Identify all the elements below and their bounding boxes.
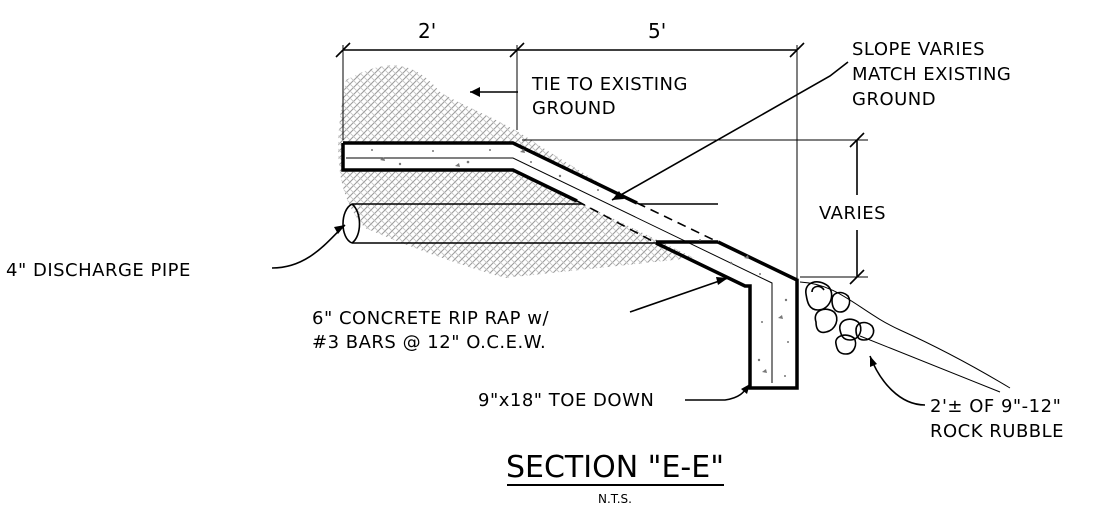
dimension-right-width: 5': [648, 19, 666, 43]
slope-varies-label-line2: MATCH EXISTING: [852, 64, 1011, 85]
dimension-line-5ft: [517, 42, 805, 58]
tie-to-existing-label-line2: GROUND: [532, 98, 616, 119]
rock-rubble-label-line2: ROCK RUBBLE: [930, 421, 1064, 442]
tie-to-existing-label-line1: TIE TO EXISTING: [531, 74, 688, 95]
rock-rubble-label-line1: 2'± OF 9"-12": [930, 396, 1061, 417]
section-title: SECTION "E-E": [506, 450, 724, 485]
slope-varies-label-line1: SLOPE VARIES: [852, 39, 985, 60]
slope-varies-label-line3: GROUND: [852, 89, 936, 110]
rock-rubble: [799, 281, 1011, 393]
discharge-pipe-label: 4" DISCHARGE PIPE: [6, 260, 191, 281]
dimension-height: VARIES: [819, 203, 886, 224]
rip-rap-label-line1: 6" CONCRETE RIP RAP w/: [312, 308, 549, 329]
scale-note: N.T.S.: [598, 492, 632, 506]
dimension-line-2ft: [335, 42, 525, 58]
rip-rap-label-line2: #3 BARS @ 12" O.C.E.W.: [312, 332, 546, 353]
dimension-left-width: 2': [418, 19, 436, 43]
leader-lines: [271, 61, 926, 406]
concrete-rip-rap: [341, 141, 799, 390]
toe-down-label: 9"x18" TOE DOWN: [478, 390, 654, 411]
dimension-line-varies: [849, 132, 865, 285]
